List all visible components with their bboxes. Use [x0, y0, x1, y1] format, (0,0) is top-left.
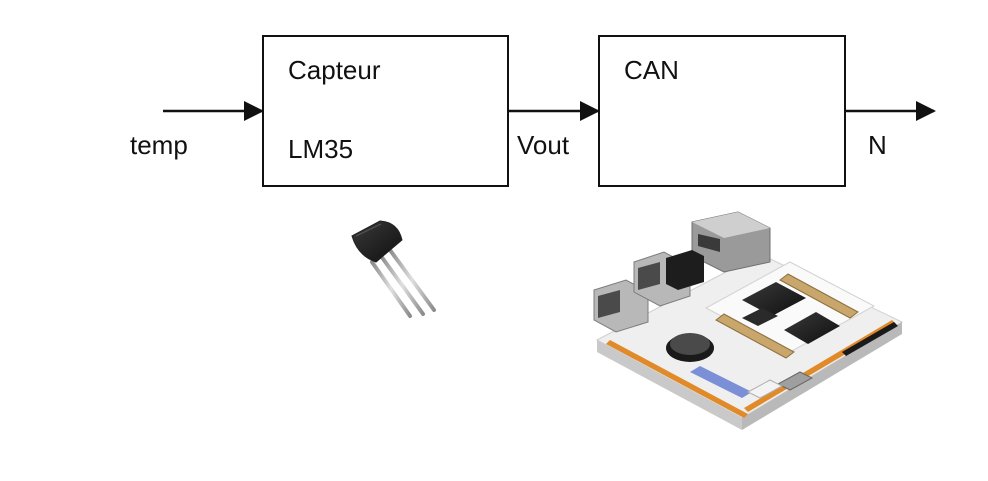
adc-block-title: CAN	[624, 55, 679, 85]
middle-signal-label: Vout	[517, 130, 570, 160]
to92-transistor-icon	[351, 220, 436, 318]
adc-block: CAN	[598, 35, 846, 187]
output-signal-label: N	[868, 130, 887, 160]
sensor-block-title: Capteur	[288, 55, 381, 85]
sensor-block-model: LM35	[288, 134, 353, 164]
microcontroller-board-icon	[593, 211, 904, 430]
input-signal-label: temp	[130, 130, 188, 160]
sensor-block: Capteur LM35	[262, 35, 509, 187]
